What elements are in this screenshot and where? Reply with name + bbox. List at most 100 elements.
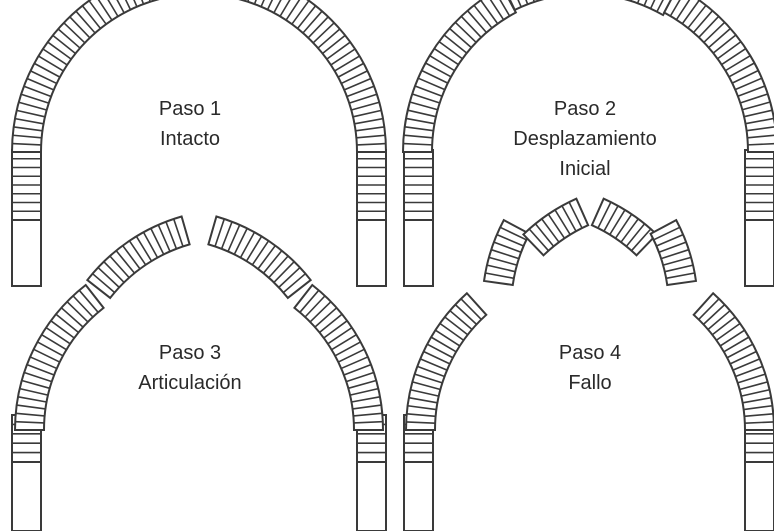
voussoir-joint <box>405 117 435 125</box>
arch-segment <box>521 197 590 257</box>
voussoir-joint <box>662 256 692 266</box>
arch-segment <box>10 0 388 153</box>
voussoir-joint <box>681 0 700 25</box>
arch-segment <box>649 218 698 287</box>
voussoir-joint <box>115 250 136 274</box>
voussoir-joint <box>233 228 248 255</box>
arch-pier <box>11 219 42 287</box>
voussoir-joint <box>326 41 351 60</box>
voussoir-joint <box>473 4 493 29</box>
voussoir-joint <box>499 226 527 241</box>
arch-ring <box>401 0 518 153</box>
arch-ring <box>13 283 105 431</box>
voussoir-joint <box>107 0 119 17</box>
voussoir-joint <box>746 126 774 132</box>
voussoir-joint <box>165 221 178 250</box>
voussoir-joint <box>493 241 522 254</box>
voussoir-joint <box>20 93 49 104</box>
voussoir-joint <box>348 379 377 390</box>
voussoir-joint <box>262 250 283 274</box>
voussoir-joint <box>346 85 375 98</box>
voussoir-joint <box>318 313 343 334</box>
voussoir-joint <box>454 21 477 43</box>
voussoir-joint <box>726 343 754 359</box>
voussoir-joint <box>609 209 626 236</box>
voussoir-joint <box>341 70 368 85</box>
voussoir-joint <box>443 34 468 54</box>
voussoir-joint <box>227 224 241 252</box>
voussoir-joint <box>719 329 746 347</box>
voussoir-joint <box>309 301 332 323</box>
voussoir-joint <box>541 218 560 243</box>
voussoir-joint <box>620 218 639 243</box>
voussoir-joint <box>460 298 482 321</box>
arch-pier <box>11 461 42 531</box>
voussoir-joint <box>614 213 633 239</box>
voussoir-joint <box>133 0 138 8</box>
voussoir-joint <box>434 329 461 347</box>
voussoir-joint <box>744 421 774 424</box>
voussoir-joint <box>660 248 689 260</box>
voussoir-joint <box>337 348 365 363</box>
voussoir-joint <box>485 272 514 280</box>
voussoir-joint <box>737 85 766 97</box>
voussoir-joint <box>354 117 384 125</box>
voussoir-joint <box>302 10 323 34</box>
voussoir-joint <box>30 70 57 85</box>
voussoir-joint <box>55 313 80 334</box>
voussoir-joint <box>50 320 75 339</box>
panel-4-label: Paso 4 Fallo <box>520 338 660 398</box>
voussoir-joint <box>669 0 681 17</box>
voussoir-joint <box>664 264 694 273</box>
voussoir-joint <box>742 101 771 111</box>
voussoir-joint <box>417 77 446 91</box>
voussoir-joint <box>489 0 505 21</box>
voussoir-joint <box>499 0 511 17</box>
voussoir-joint <box>78 289 99 313</box>
voussoir-joint <box>421 69 449 84</box>
voussoir-joint <box>414 373 443 384</box>
voussoir-joint <box>554 209 571 236</box>
voussoir-joint <box>327 326 353 345</box>
voussoir-joint <box>692 10 714 34</box>
voussoir-joint <box>687 4 707 29</box>
arch-pier <box>744 461 774 531</box>
voussoir-joint <box>630 228 652 252</box>
voussoir-joint <box>429 55 455 72</box>
voussoir-joint <box>466 10 488 34</box>
voussoir-joint <box>38 55 64 72</box>
arch-ring <box>10 0 388 153</box>
voussoir-joint <box>412 381 441 391</box>
arch-pier <box>356 219 387 287</box>
voussoir-joint <box>245 235 263 262</box>
voussoir-joint <box>278 266 301 288</box>
voussoir-joint <box>128 240 147 266</box>
voussoir-joint <box>725 55 751 72</box>
voussoir-joint <box>404 125 434 132</box>
voussoir-joint <box>732 358 761 371</box>
voussoir-joint <box>349 93 378 104</box>
voussoir-joint <box>92 273 116 294</box>
voussoir-joint <box>433 47 459 66</box>
voussoir-joint <box>508 0 522 8</box>
voussoir-joint <box>739 93 769 104</box>
voussoir-joint <box>351 395 381 403</box>
voussoir-joint <box>352 109 382 118</box>
arch-ring <box>207 215 313 300</box>
voussoir-joint <box>486 264 516 273</box>
voussoir-joint <box>728 62 755 78</box>
voussoir-joint <box>299 289 320 313</box>
voussoir-joint <box>449 310 473 331</box>
voussoir-joint <box>430 336 457 353</box>
voussoir-joint <box>603 205 619 232</box>
arch-ring <box>662 0 774 153</box>
voussoir-joint <box>741 388 770 397</box>
voussoir-joint <box>353 420 383 424</box>
voussoir-joint <box>304 295 326 318</box>
voussoir-joint <box>142 231 159 258</box>
voussoir-joint <box>643 0 656 7</box>
voussoir-joint <box>534 223 555 247</box>
voussoir-joint <box>417 365 445 378</box>
voussoir-joint <box>414 85 443 97</box>
voussoir-joint <box>45 326 71 345</box>
